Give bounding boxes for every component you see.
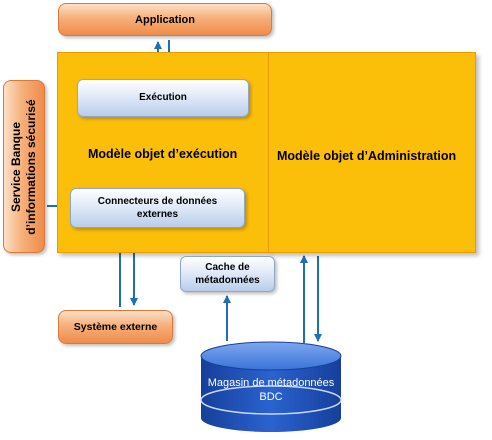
connectors-label-line1: Connecteurs de données — [97, 195, 218, 207]
metadata-store-label-line2: BDC — [259, 391, 283, 403]
execution-label: Exécution — [139, 92, 187, 104]
execution-model-label: Modèle objet d’exécution — [88, 147, 238, 161]
external-data-connectors-box: Connecteurs de données externes — [70, 188, 245, 228]
secure-store-label-line1: Service Banque — [9, 121, 23, 212]
metadata-cache-label-line1: Cache de — [205, 261, 250, 273]
metadata-cache-box: Cache de métadonnées — [180, 256, 275, 292]
execution-box: Exécution — [77, 79, 249, 117]
application-box: Application — [58, 3, 272, 36]
metadata-store-label-line1: Magasin de métadonnées — [207, 377, 335, 389]
connectors-label-line2: externes — [136, 209, 179, 220]
external-system-box: Système externe — [58, 310, 173, 344]
admin-model-label: Modèle objet d’Administration — [277, 149, 457, 163]
metadata-store-cylinder — [200, 341, 342, 432]
metadata-cache-label-line2: métadonnées — [195, 275, 260, 286]
metadata-store-label-area: Magasin de métadonnées BDC — [201, 370, 341, 410]
secure-store-service-box: Service Banque d’informations sécurisé — [3, 80, 45, 253]
secure-store-label-line2: d’informations sécurisé — [24, 98, 38, 235]
application-label: Application — [135, 13, 195, 26]
admin-model-panel — [268, 52, 476, 253]
external-system-label: Système externe — [73, 321, 158, 333]
